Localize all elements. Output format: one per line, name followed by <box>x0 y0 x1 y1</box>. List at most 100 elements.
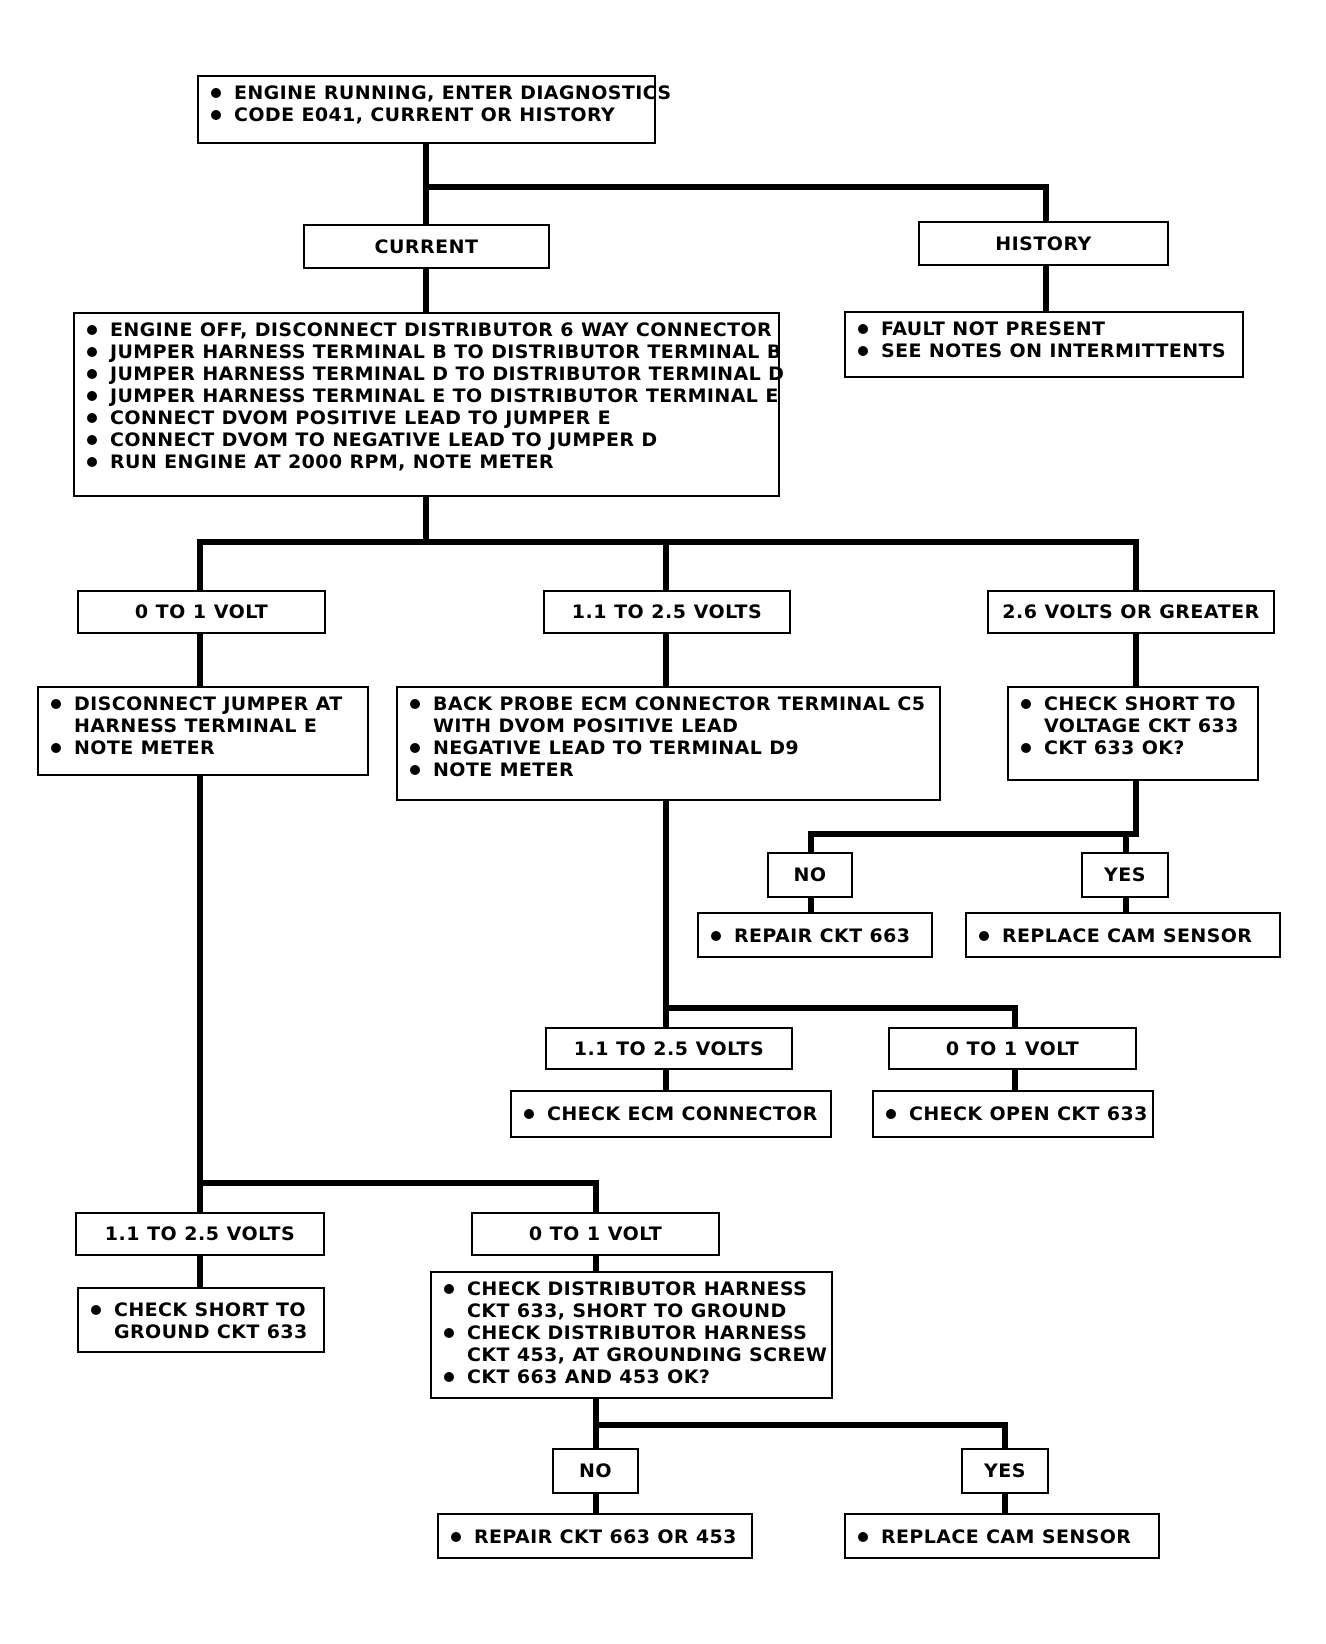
bullet-icon <box>91 1305 101 1315</box>
step-item: RUN ENGINE AT 2000 RPM, NOTE METER <box>87 451 770 473</box>
step-text: FAULT NOT PRESENT <box>881 318 1106 340</box>
step-item: JUMPER HARNESS TERMINAL E TO DISTRIBUTOR… <box>87 385 778 407</box>
bullet-icon <box>858 324 868 334</box>
step-text: NEGATIVE LEAD TO TERMINAL D9 <box>433 737 800 759</box>
bottom-yes-box: YES <box>961 1448 1049 1494</box>
mid-sub-a-action-box: CHECK ECM CONNECTOR <box>510 1090 832 1138</box>
step-text: REPLACE CAM SENSOR <box>1002 925 1253 947</box>
bullet-icon <box>886 1109 896 1119</box>
step-text: CHECK ECM CONNECTOR <box>547 1103 818 1125</box>
step-text: ENGINE OFF, DISCONNECT DISTRIBUTOR 6 WAY… <box>110 319 773 341</box>
step-text: CONNECT DVOM TO NEGATIVE LEAD TO JUMPER … <box>110 429 658 451</box>
step-text: CODE E041, CURRENT OR HISTORY <box>234 104 616 126</box>
step-item: SEE NOTES ON INTERMITTENTS <box>858 340 1234 362</box>
bullet-icon <box>87 347 97 357</box>
step-item: NOTE METER <box>51 737 359 759</box>
bullet-icon <box>211 110 221 120</box>
step-text: SEE NOTES ON INTERMITTENTS <box>881 340 1227 362</box>
step-text: CONNECT DVOM POSITIVE LEAD TO JUMPER E <box>110 407 612 429</box>
bullet-icon <box>87 413 97 423</box>
step-item: REPAIR CKT 663 <box>711 925 923 947</box>
step-item: JUMPER HARNESS TERMINAL D TO DISTRIBUTOR… <box>87 363 784 385</box>
bullet-icon <box>87 457 97 467</box>
right-range-box: 2.6 VOLTS OR GREATER <box>987 590 1275 634</box>
history-box: HISTORY <box>918 221 1169 266</box>
bullet-icon <box>711 931 721 941</box>
mid-sub-b-box: 0 TO 1 VOLT <box>888 1027 1137 1070</box>
step-text: REPAIR CKT 663 <box>734 925 911 947</box>
step-item: FAULT NOT PRESENT <box>858 318 1234 340</box>
bullet-icon <box>979 931 989 941</box>
step-item: ENGINE OFF, DISCONNECT DISTRIBUTOR 6 WAY… <box>87 319 773 341</box>
bottom-yes-action-box: REPLACE CAM SENSOR <box>844 1513 1160 1559</box>
bullet-icon <box>1021 699 1031 709</box>
bullet-icon <box>410 765 420 775</box>
mid-sub-b-action-box: CHECK OPEN CKT 633 <box>872 1090 1154 1138</box>
bullet-icon <box>858 346 868 356</box>
right-no-action-box: REPAIR CKT 663 <box>697 912 933 958</box>
step-text: CKT 663 AND 453 OK? <box>467 1366 711 1388</box>
current-steps-box: ENGINE OFF, DISCONNECT DISTRIBUTOR 6 WAY… <box>73 312 784 497</box>
step-item: CKT 633 OK? <box>1021 737 1249 759</box>
right-no-box: NO <box>767 852 853 898</box>
bullet-icon <box>444 1328 454 1338</box>
step-text: NOTE METER <box>74 737 216 759</box>
current-box: CURRENT <box>303 224 550 269</box>
step-text: CHECK OPEN CKT 633 <box>909 1103 1148 1125</box>
bullet-icon <box>451 1532 461 1542</box>
mid-sub-a-box: 1.1 TO 2.5 VOLTS <box>545 1027 793 1070</box>
bullet-icon <box>211 88 221 98</box>
step-item: ENGINE RUNNING, ENTER DIAGNOSTICS <box>211 82 671 104</box>
bullet-icon <box>87 435 97 445</box>
step-text: ENGINE RUNNING, ENTER DIAGNOSTICS <box>234 82 672 104</box>
bullet-icon <box>51 699 61 709</box>
step-item: CKT 663 AND 453 OK? <box>444 1366 823 1388</box>
bullet-icon <box>524 1109 534 1119</box>
step-item: REPLACE CAM SENSOR <box>858 1526 1150 1548</box>
step-item: REPLACE CAM SENSOR <box>979 925 1271 947</box>
step-text: JUMPER HARNESS TERMINAL B TO DISTRIBUTOR… <box>110 341 782 363</box>
bullet-icon <box>410 699 420 709</box>
step-text: JUMPER HARNESS TERMINAL E TO DISTRIBUTOR… <box>110 385 779 407</box>
bottom-no-box: NO <box>552 1448 639 1494</box>
step-text: RUN ENGINE AT 2000 RPM, NOTE METER <box>110 451 554 473</box>
step-item: JUMPER HARNESS TERMINAL B TO DISTRIBUTOR… <box>87 341 781 363</box>
step-item: CHECK OPEN CKT 633 <box>886 1103 1147 1125</box>
step-item: CONNECT DVOM POSITIVE LEAD TO JUMPER E <box>87 407 770 429</box>
step-item: NEGATIVE LEAD TO TERMINAL D9 <box>410 737 931 759</box>
step-item: NOTE METER <box>410 759 931 781</box>
left-range-box: 0 TO 1 VOLT <box>77 590 326 634</box>
right-yes-box: YES <box>1081 852 1169 898</box>
left-sub-a-box: 1.1 TO 2.5 VOLTS <box>75 1212 325 1256</box>
step-text: REPLACE CAM SENSOR <box>881 1526 1132 1548</box>
step-item: CONNECT DVOM TO NEGATIVE LEAD TO JUMPER … <box>87 429 770 451</box>
bullet-icon <box>444 1372 454 1382</box>
step-text: NOTE METER <box>433 759 575 781</box>
left-sub-b-box: 0 TO 1 VOLT <box>471 1212 720 1256</box>
right-yes-action-box: REPLACE CAM SENSOR <box>965 912 1281 958</box>
bullet-icon <box>87 391 97 401</box>
step-text: REPAIR CKT 663 OR 453 <box>474 1526 737 1548</box>
step-text: JUMPER HARNESS TERMINAL D TO DISTRIBUTOR… <box>110 363 785 385</box>
mid-range-box: 1.1 TO 2.5 VOLTS <box>543 590 791 634</box>
bullet-icon <box>858 1532 868 1542</box>
bullet-icon <box>444 1284 454 1294</box>
